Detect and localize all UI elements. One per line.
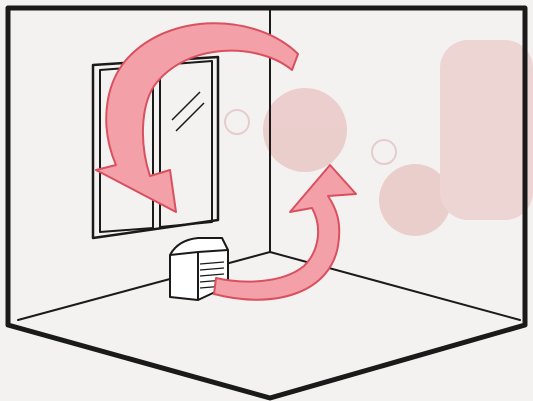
background-faint-print <box>225 40 533 236</box>
arrow-from-heater <box>214 165 356 300</box>
